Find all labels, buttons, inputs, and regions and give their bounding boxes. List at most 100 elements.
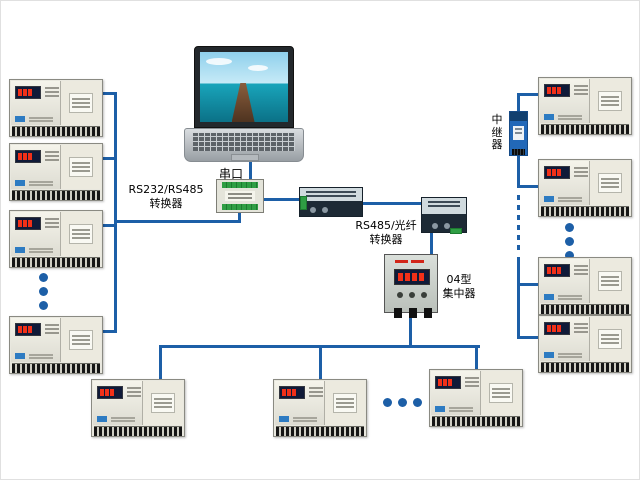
meter-brand-logo bbox=[15, 180, 25, 186]
meter-digit bbox=[547, 325, 551, 332]
repeater-label: 中继器 bbox=[491, 113, 503, 152]
meter-label-sticker bbox=[598, 91, 623, 111]
meter-brand-logo bbox=[435, 406, 445, 412]
laptop-touchpad bbox=[231, 154, 259, 161]
wire-drop-bottom-meter-2 bbox=[319, 345, 322, 380]
meter-unit-left-2 bbox=[9, 143, 103, 201]
meter-unit-right-2 bbox=[538, 159, 632, 217]
meter-body bbox=[11, 145, 101, 189]
meter-body bbox=[11, 212, 101, 256]
meter-digit bbox=[28, 220, 32, 227]
wire-drop-bottom-meter-1 bbox=[159, 345, 162, 380]
meter-digit bbox=[557, 267, 561, 274]
meter-digit bbox=[23, 153, 27, 160]
wire-stub-right-meter-3 bbox=[517, 283, 539, 286]
meter-digit bbox=[110, 389, 114, 396]
meter-terminal-strip bbox=[12, 257, 100, 267]
fiber-ports bbox=[432, 223, 450, 229]
ellipsis-dot bbox=[565, 223, 574, 232]
meter-label-sticker bbox=[151, 393, 176, 413]
meter-digit bbox=[552, 267, 556, 274]
meter-front-panel bbox=[431, 371, 482, 415]
wire-stub-left-meter-3 bbox=[101, 224, 117, 227]
meter-terminal-strip bbox=[12, 126, 100, 136]
meter-unit-bottom-3 bbox=[429, 369, 523, 427]
meter-unit-bottom-1 bbox=[91, 379, 185, 437]
meter-lcd-display bbox=[544, 84, 570, 97]
meter-nameplate bbox=[61, 145, 101, 189]
meter-digit bbox=[552, 87, 556, 94]
concentrator-brand-text bbox=[395, 260, 424, 263]
meter-nameplate bbox=[590, 79, 630, 123]
ellipsis-dot bbox=[39, 273, 48, 282]
meter-label-sticker bbox=[69, 157, 94, 177]
meter-brand-logo bbox=[15, 116, 25, 122]
wire-stub-right-meter-4 bbox=[517, 336, 539, 339]
concentrator-04 bbox=[384, 254, 438, 318]
terminal-block bbox=[300, 196, 307, 210]
meter-digit bbox=[28, 326, 32, 333]
meter-lcd-display bbox=[15, 217, 41, 230]
meter-body bbox=[540, 317, 630, 361]
laptop bbox=[184, 46, 304, 164]
meter-rating-text bbox=[45, 87, 59, 97]
meter-terminal-strip bbox=[12, 190, 100, 200]
meter-body bbox=[11, 318, 101, 362]
ellipsis-dot bbox=[39, 301, 48, 310]
wire-converter-to-fiber1 bbox=[264, 198, 300, 201]
meter-brand-logo bbox=[15, 247, 25, 253]
rs232-converter-label: RS232/RS485 转换器 bbox=[128, 183, 204, 210]
meter-fineprint bbox=[29, 181, 53, 186]
serial-port-label: 串口 bbox=[218, 167, 243, 181]
meter-unit-right-4 bbox=[538, 315, 632, 373]
meter-digit bbox=[105, 389, 109, 396]
meter-front-panel bbox=[540, 259, 591, 303]
meter-front-panel bbox=[93, 381, 144, 425]
meter-brand-logo bbox=[279, 416, 289, 422]
meter-fineprint bbox=[449, 407, 473, 412]
meter-front-panel bbox=[11, 145, 62, 189]
wire-right-bus-top bbox=[517, 93, 520, 111]
meter-unit-left-3 bbox=[9, 210, 103, 268]
meter-digit bbox=[28, 89, 32, 96]
ellipsis-dot bbox=[565, 237, 574, 246]
meter-lcd-display bbox=[544, 264, 570, 277]
meter-nameplate bbox=[143, 381, 183, 425]
meter-front-panel bbox=[540, 317, 591, 361]
fiber-ports bbox=[310, 207, 328, 213]
meter-lcd-display bbox=[15, 150, 41, 163]
repeater-top-cap bbox=[510, 112, 527, 121]
meter-digit bbox=[18, 89, 22, 96]
meter-fineprint bbox=[293, 417, 317, 422]
meter-digit bbox=[547, 267, 551, 274]
wire-stub-right-meter-1 bbox=[518, 93, 539, 96]
meter-digit bbox=[18, 220, 22, 227]
meter-rating-text bbox=[45, 151, 59, 161]
rs485-fiber-converter-2 bbox=[421, 197, 467, 234]
repeater-device bbox=[509, 111, 528, 156]
converter-label-area bbox=[225, 191, 255, 201]
meter-brand-logo bbox=[544, 114, 554, 120]
meter-digit bbox=[547, 87, 551, 94]
meter-nameplate bbox=[325, 381, 365, 425]
meter-rating-text bbox=[574, 167, 588, 177]
concentrator-ports bbox=[394, 308, 432, 318]
meter-rating-text bbox=[574, 265, 588, 275]
meter-digit bbox=[547, 169, 551, 176]
meter-fineprint bbox=[111, 417, 135, 422]
meter-digit bbox=[18, 326, 22, 333]
meter-label-sticker bbox=[69, 224, 94, 244]
meter-lcd-display bbox=[279, 386, 305, 399]
meter-brand-logo bbox=[544, 196, 554, 202]
meter-label-sticker bbox=[333, 393, 358, 413]
cloud-shape bbox=[206, 58, 232, 65]
meter-lcd-display bbox=[15, 86, 41, 99]
terminal-block bbox=[222, 182, 258, 188]
meter-nameplate bbox=[590, 317, 630, 361]
meter-nameplate bbox=[61, 212, 101, 256]
meter-lcd-display bbox=[544, 166, 570, 179]
cloud-shape bbox=[248, 65, 268, 71]
meter-rating-text bbox=[574, 323, 588, 333]
meter-rating-text bbox=[45, 218, 59, 228]
